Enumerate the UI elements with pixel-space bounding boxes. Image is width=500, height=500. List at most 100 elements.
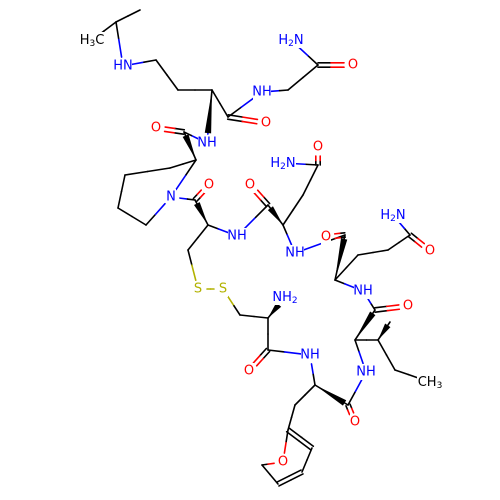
bond-72-b0	[285, 429, 289, 443]
label-bg-nh-gly	[253, 84, 271, 100]
label-bg-ch3-ile	[417, 374, 443, 390]
bond-45-a1	[410, 232, 419, 240]
bond-34-b0	[292, 194, 304, 211]
bond-68-a0	[306, 447, 313, 461]
bond-15-a0	[173, 127, 186, 131]
bond-32-b0	[256, 189, 265, 198]
bond-35-b0	[309, 164, 319, 181]
atom-label-s-2: S	[219, 282, 227, 297]
atom-label-o-pro-amide: O	[151, 121, 161, 136]
bond-8-a0	[226, 118, 244, 123]
bond-11-b0	[302, 64, 319, 79]
bond-37-a0	[304, 163, 319, 166]
bond-49-a0	[374, 309, 389, 313]
bond-14-a0	[190, 134, 200, 140]
bond-71-a0	[261, 463, 269, 466]
bond-21-a0	[145, 213, 157, 226]
bond-7-a0	[211, 89, 221, 105]
bond-15-b0	[164, 126, 176, 130]
bond-31-a0	[242, 216, 257, 231]
label-bg-h2n-gln	[380, 207, 406, 223]
bond-27-a0	[197, 224, 209, 239]
atom-label-hn-isopropyl: HN	[113, 59, 133, 74]
label-bg-o-cys-carbonyl	[245, 177, 255, 193]
bond-67-a1	[288, 427, 303, 439]
label-bg-o-gln-side	[425, 243, 435, 259]
label-bg-nh2-cys	[272, 289, 298, 305]
bond-64-b0	[346, 409, 351, 416]
label-bg-o-pro-amide	[151, 120, 161, 136]
bond-20-a0	[117, 207, 133, 218]
atom-label-ch3-isopropyl: H3C	[80, 33, 105, 50]
bond-55-b0	[358, 350, 364, 365]
atom-label-ch3-ile: CH3	[418, 375, 443, 392]
bond-69-b1	[278, 479, 292, 487]
label-bg-nh-cys	[228, 228, 246, 244]
bond-61-b0	[283, 351, 302, 355]
atom-label-h2n-asn: H2N	[270, 156, 295, 173]
bond-9-b0	[240, 96, 256, 108]
stereo-wedge-8	[315, 385, 347, 406]
label-bg-s-1	[193, 281, 203, 297]
bond-30-a0	[227, 295, 235, 307]
bond-38-b0	[286, 234, 293, 246]
bond-32-b1	[253, 192, 262, 201]
bond-56-b0	[347, 391, 356, 406]
atom-label-h2n-gln: H2N	[380, 208, 405, 225]
label-bg-nh-orn	[198, 135, 216, 151]
bond-66-b0	[287, 416, 293, 431]
bond-69-a0	[288, 469, 302, 477]
bond-lines	[91, 9, 426, 487]
bond-24-a0	[195, 196, 202, 203]
label-bg-o-orn	[261, 115, 271, 131]
bond-65-b0	[294, 394, 306, 406]
bond-14-b0	[183, 131, 193, 137]
bond-32-a0	[262, 196, 271, 205]
atom-label-n-pro: N	[166, 190, 176, 205]
label-bg-n-pro	[166, 189, 176, 205]
stereo-wedge-7	[268, 302, 282, 318]
bond-10-a0	[270, 89, 281, 93]
bond-9-a0	[227, 106, 243, 118]
bond-56-a0	[354, 379, 363, 394]
atom-label-o-gln-side: O	[425, 244, 435, 259]
atom-label-nh-asn: NH	[285, 246, 305, 261]
atom-label-nh-fur: NH	[300, 348, 320, 363]
stereo-wedge-3	[267, 206, 283, 225]
label-bg-nh-fur	[301, 347, 319, 363]
bond-48-a0	[367, 297, 373, 306]
bond-39-a0	[302, 241, 326, 251]
label-bg-o-fur-carbonyl	[350, 414, 360, 430]
bond-70-a0	[269, 473, 279, 485]
bond-66-a0	[290, 404, 296, 419]
bond-69-a1	[290, 473, 304, 481]
bond-23-b0	[186, 198, 196, 201]
bond-60-a1	[262, 350, 271, 360]
atom-label-nh2-cys: NH2	[272, 290, 297, 307]
bond-57-b0	[253, 315, 269, 319]
bond-42-b0	[345, 254, 359, 269]
bond-7-b0	[219, 102, 229, 118]
atom-label-o-asn-side: O	[313, 140, 323, 155]
bond-11-a0	[287, 76, 304, 91]
bond-45-b1	[417, 237, 426, 245]
bond-10-b0	[278, 89, 289, 92]
atom-label-o-orn: O	[261, 116, 271, 131]
bond-54-a0	[394, 369, 410, 376]
bond-3-a0	[131, 61, 145, 66]
atom-label-nh-cys: NH	[227, 229, 247, 244]
label-bg-ch3-isopropyl	[79, 32, 105, 48]
bond-2-a0	[115, 21, 120, 41]
bond-19-b0	[117, 190, 123, 209]
bond-61-a0	[267, 349, 286, 353]
atom-label-nh-ile: NH	[356, 365, 376, 380]
label-bg-o-cys-n-term	[244, 363, 254, 379]
atom-label-o-furan: O	[278, 455, 288, 470]
bond-8-b0	[241, 120, 258, 125]
atom-label-o-cys-n-term: O	[244, 364, 254, 379]
label-bg-o-gly	[348, 57, 358, 73]
bond-69-b0	[276, 475, 290, 483]
bond-4-a0	[155, 59, 168, 76]
label-bg-o-asn-side	[313, 139, 323, 155]
bond-1-a0	[103, 21, 117, 32]
